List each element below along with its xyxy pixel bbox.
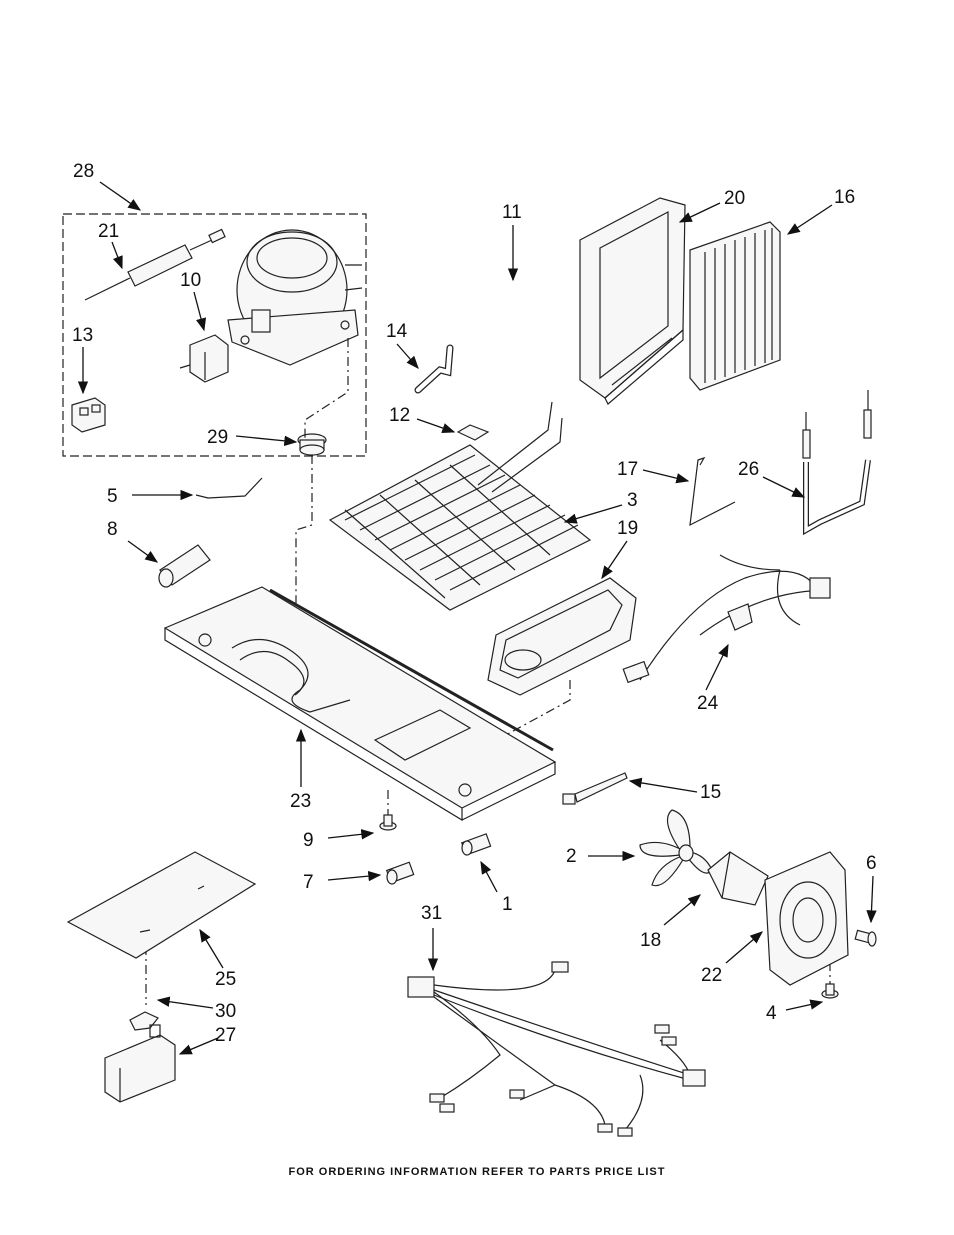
footer-note: FOR ORDERING INFORMATION REFER TO PARTS … bbox=[0, 1166, 954, 1178]
short-tube-part bbox=[418, 348, 450, 390]
callout-26: 26 bbox=[738, 459, 759, 480]
wire-part bbox=[196, 478, 262, 498]
leader-arrow-26 bbox=[763, 477, 804, 497]
evaporator-cover-part bbox=[580, 198, 685, 404]
callout-18: 18 bbox=[640, 930, 661, 951]
leader-arrow-29 bbox=[236, 436, 296, 442]
start-relay-part bbox=[180, 335, 228, 382]
callout-31: 31 bbox=[421, 903, 442, 924]
leader-arrow-7 bbox=[328, 875, 380, 880]
bracket-screw-part bbox=[855, 930, 876, 946]
leader-arrow-16 bbox=[788, 205, 832, 234]
callout-6: 6 bbox=[866, 853, 877, 874]
grommet-part bbox=[298, 434, 326, 455]
callout-9: 9 bbox=[303, 830, 314, 851]
leader-arrow-14 bbox=[397, 344, 418, 368]
leader-arrow-19 bbox=[602, 541, 627, 578]
drain-pan-part bbox=[488, 578, 636, 695]
callout-5: 5 bbox=[107, 486, 118, 507]
callout-11: 11 bbox=[502, 202, 522, 223]
small-grommet-part bbox=[462, 834, 491, 855]
overload-part bbox=[72, 398, 105, 432]
leader-arrow-20 bbox=[680, 203, 720, 222]
callout-21: 21 bbox=[98, 221, 119, 242]
wire-hanger-part bbox=[690, 458, 735, 525]
capillary-tube-part bbox=[803, 390, 871, 530]
callout-17: 17 bbox=[617, 459, 638, 480]
leader-arrow-28 bbox=[100, 182, 140, 210]
callout-3: 3 bbox=[627, 490, 638, 511]
callout-20: 20 bbox=[724, 188, 745, 209]
leader-arrow-22 bbox=[726, 932, 762, 963]
callout-1: 1 bbox=[502, 894, 513, 915]
callout-22: 22 bbox=[701, 965, 722, 986]
callout-10: 10 bbox=[180, 270, 201, 291]
callout-24: 24 bbox=[697, 693, 719, 714]
leader-arrow-17 bbox=[643, 470, 688, 481]
callout-13: 13 bbox=[72, 325, 93, 346]
clip-part bbox=[458, 425, 488, 440]
fan-bracket-part bbox=[765, 852, 848, 985]
callout-19: 19 bbox=[617, 518, 638, 539]
control-harness-part bbox=[408, 962, 705, 1136]
cover-sheet-part bbox=[68, 852, 255, 958]
leader-arrow-15 bbox=[630, 781, 697, 792]
callout-15: 15 bbox=[700, 782, 721, 803]
callout-4: 4 bbox=[766, 1003, 777, 1024]
callout-8: 8 bbox=[107, 519, 118, 540]
leader-arrow-4 bbox=[786, 1002, 822, 1010]
evaporator-part bbox=[690, 222, 780, 390]
callout-28: 28 bbox=[73, 161, 94, 182]
power-harness-part bbox=[623, 555, 830, 682]
callout-23: 23 bbox=[290, 791, 311, 812]
screw-part bbox=[380, 815, 396, 830]
leader-arrow-24 bbox=[706, 645, 728, 690]
leader-arrow-27 bbox=[180, 1038, 218, 1054]
fan-blade-part bbox=[640, 810, 712, 886]
leader-arrow-10 bbox=[194, 292, 204, 330]
callout-2: 2 bbox=[566, 846, 577, 867]
callout-27: 27 bbox=[215, 1025, 236, 1046]
retainer-clip-part bbox=[130, 1012, 158, 1030]
callout-14: 14 bbox=[386, 321, 408, 342]
base-plate-part bbox=[165, 587, 555, 820]
tie-strap-part bbox=[563, 773, 627, 804]
callout-7: 7 bbox=[303, 872, 314, 893]
callout-29: 29 bbox=[207, 427, 228, 448]
leader-arrow-18 bbox=[664, 895, 700, 925]
leader-arrow-6 bbox=[871, 876, 873, 922]
callout-25: 25 bbox=[215, 969, 236, 990]
leader-arrow-25 bbox=[200, 930, 223, 968]
callout-12: 12 bbox=[389, 405, 410, 426]
leader-arrow-3 bbox=[565, 505, 622, 522]
callout-16: 16 bbox=[834, 187, 855, 208]
compressor-part bbox=[228, 230, 362, 365]
leader-arrow-9 bbox=[328, 833, 373, 838]
insulation-tube-part bbox=[159, 545, 210, 587]
grommet-seven-part bbox=[387, 862, 414, 884]
leader-arrow-30 bbox=[158, 1000, 213, 1008]
callout-30: 30 bbox=[215, 1001, 236, 1022]
fan-motor-part bbox=[708, 852, 768, 905]
leader-arrow-1 bbox=[481, 862, 497, 892]
control-box-part bbox=[105, 1025, 175, 1102]
mount-screw-part bbox=[822, 984, 838, 998]
leader-arrow-12 bbox=[417, 419, 454, 432]
leader-arrow-8 bbox=[128, 541, 157, 562]
leader-arrow-21 bbox=[112, 242, 122, 268]
